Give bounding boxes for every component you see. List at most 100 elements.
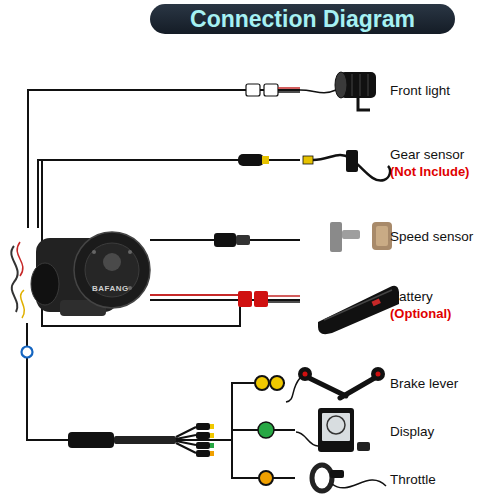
- front-light-plug: [246, 84, 300, 96]
- wire-connector: [150, 239, 300, 241]
- component-note: (Not Include): [390, 163, 475, 180]
- battery-plug-part: [150, 294, 238, 296]
- brake-lever-icon-part: [371, 367, 385, 381]
- gear-sensor-icon: [303, 150, 390, 181]
- harness-connector-part: [210, 443, 214, 448]
- harness-connector-part: [196, 450, 210, 457]
- speed-sensor-icon-part: [372, 222, 392, 250]
- wire-connector: [27, 323, 295, 440]
- harness-connector-part: [22, 347, 33, 358]
- speed-sensor-icon: [330, 222, 392, 252]
- harness-connector-part: [210, 433, 214, 438]
- harness-connector-part: [196, 432, 210, 439]
- display-icon-part: [296, 432, 318, 446]
- label-group: Gear sensor(Not Include): [390, 136, 475, 190]
- motor-unit: BAFANG: [10, 228, 150, 323]
- label-group: BAFANG: [92, 284, 129, 294]
- gear-sensor-plug-part: [238, 154, 264, 166]
- brake-lever-icon: [286, 367, 385, 402]
- speed-sensor-icon-part: [330, 222, 342, 252]
- harness-connector-part: [270, 376, 284, 390]
- front-light-plug-part: [278, 87, 300, 89]
- label-group: Battery(Optional): [390, 276, 475, 334]
- wire-connector: [27, 323, 295, 478]
- harness-connector-part: [176, 427, 196, 453]
- aux-wire-part: [42, 160, 240, 326]
- motor-illustration-part: [92, 250, 96, 254]
- front-light-plug-part: [246, 84, 260, 96]
- brake-lever-icon-part: [305, 376, 346, 396]
- brake-lever-icon-part: [340, 376, 378, 398]
- front-light-icon-part: [360, 74, 361, 96]
- front-light-plug-part: [264, 84, 278, 96]
- battery-plug-part: [254, 291, 268, 307]
- brake-lever-icon-part: [286, 378, 300, 402]
- speed-sensor-plug-part: [214, 233, 236, 247]
- speed-sensor-icon-part: [376, 226, 388, 246]
- front-light-icon: [300, 72, 376, 110]
- component-node: Throttle: [295, 460, 475, 498]
- display-icon-part: [327, 416, 345, 434]
- speed-sensor-plug-part: [236, 235, 250, 245]
- gear-sensor-icon-part: [303, 156, 313, 164]
- front-light-plug-part: [278, 91, 300, 93]
- component-label: Throttle: [390, 471, 475, 488]
- throttle-icon: [312, 465, 386, 491]
- speed-sensor-icon-part: [342, 230, 360, 239]
- battery-icon-part: [372, 299, 381, 307]
- front-light-icon-part: [368, 74, 369, 96]
- display-icon-part: [357, 442, 370, 451]
- brake-lever-icon-part: [298, 367, 312, 381]
- component-node: Gear sensor(Not Include): [300, 136, 475, 190]
- component-label: Display: [390, 423, 475, 440]
- motor-illustration-part: [17, 242, 23, 276]
- harness-connector-part: [255, 376, 269, 390]
- component-label: Gear sensor: [390, 146, 475, 163]
- brake-lever-icon-part: [303, 372, 308, 377]
- harness-connector-part: [259, 471, 273, 485]
- gear-sensor-plug: [238, 154, 269, 166]
- gear-sensor-icon-part: [313, 155, 390, 181]
- front-light-icon-part: [340, 72, 376, 98]
- motor-illustration: [11, 232, 150, 318]
- component-label: Brake lever: [390, 375, 475, 392]
- speed-sensor-plug: [214, 233, 250, 247]
- component-label: Speed sensor: [390, 228, 475, 245]
- component-node: Speed sensor: [300, 215, 475, 257]
- motor-illustration-part: [21, 290, 25, 318]
- battery-plug-part: [268, 295, 300, 297]
- battery-icon-part: [324, 290, 392, 320]
- harness-connector: [22, 347, 285, 486]
- harness-connector-part: [196, 423, 210, 430]
- title-banner: Connection Diagram: [150, 4, 455, 34]
- brand-logo: BAFANG: [92, 284, 129, 294]
- battery-plug-part: [238, 291, 252, 307]
- wire-connector: [150, 299, 300, 301]
- display-icon-part: [322, 413, 350, 441]
- wire-connector: [38, 160, 300, 228]
- harness-connector-part: [210, 451, 214, 456]
- component-note: (Optional): [390, 305, 475, 322]
- component-node: Battery(Optional): [300, 276, 475, 334]
- component-node: Front light: [300, 68, 475, 113]
- aux-wire: [42, 160, 240, 326]
- brake-lever-icon-part: [376, 372, 381, 377]
- front-light-icon-part: [335, 72, 347, 98]
- throttle-icon-part: [312, 465, 332, 491]
- harness-connector-part: [258, 422, 274, 438]
- component-label: Front light: [390, 82, 475, 99]
- display-icon-part: [318, 408, 354, 452]
- motor-illustration-part: [31, 263, 59, 305]
- wire-connector: [27, 323, 285, 440]
- battery-icon-part: [318, 286, 399, 334]
- harness-connector-part: [114, 436, 176, 444]
- front-light-icon-part: [300, 90, 336, 93]
- harness-connector-part: [196, 442, 210, 449]
- motor-illustration-part: [103, 253, 121, 271]
- front-light-icon-part: [352, 74, 353, 96]
- motor-illustration-part: [85, 243, 139, 297]
- component-node: Display: [295, 405, 475, 457]
- label-group: Brake lever: [390, 362, 475, 404]
